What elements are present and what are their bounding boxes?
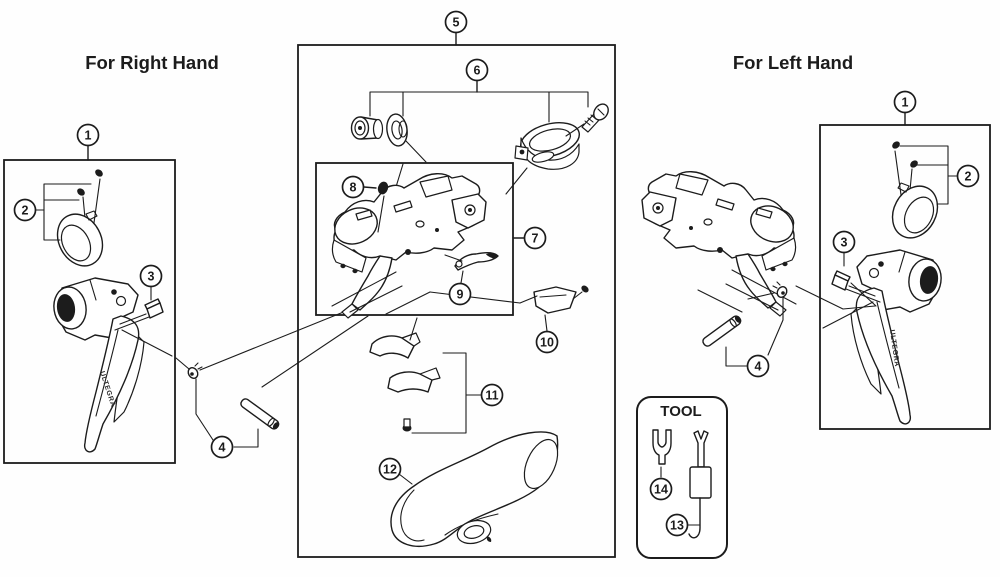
callout-2-right-hand: 2 [13, 198, 37, 222]
svg-text:10: 10 [540, 336, 554, 350]
cable-cover-drawing [533, 285, 589, 314]
clamp-screw-drawing [581, 103, 609, 133]
release-arm-drawing [454, 251, 499, 271]
callout-7: 7 [523, 226, 547, 250]
svg-text:2: 2 [22, 204, 29, 218]
svg-text:2: 2 [965, 170, 972, 184]
callout-14: 14 [649, 477, 673, 501]
svg-text:6: 6 [474, 64, 481, 78]
svg-text:4: 4 [219, 441, 226, 455]
svg-text:7: 7 [532, 232, 539, 246]
svg-text:9: 9 [457, 288, 464, 302]
callout-11: 11 [480, 383, 504, 407]
svg-text:14: 14 [654, 483, 668, 497]
callout-10: 10 [535, 330, 559, 354]
callout-1-left-hand: 1 [893, 90, 917, 114]
mount-nut-drawing [350, 116, 384, 140]
callout-9: 9 [448, 282, 472, 306]
callout-12: 12 [378, 457, 402, 481]
tool-box-title: TOOL [660, 403, 701, 420]
svg-text:4: 4 [755, 360, 762, 374]
callout-6: 6 [465, 58, 489, 82]
callout-4-right-hand: 4 [210, 435, 234, 459]
left-hand-pin [700, 313, 744, 349]
callout-8: 8 [341, 175, 365, 199]
left-hand-clip [772, 281, 790, 300]
callout-1-right-hand: 1 [76, 123, 100, 147]
fixing-screw-8-drawing [377, 181, 389, 233]
washer-drawing [386, 113, 408, 147]
svg-text:3: 3 [841, 236, 848, 250]
callout-2-bracket-right [899, 145, 949, 205]
rubber-hood-drawing [390, 431, 559, 548]
svg-text:11: 11 [485, 389, 498, 403]
callout-4-left-hand: 4 [746, 354, 770, 378]
right-hand-unit-box [3, 159, 176, 464]
svg-text:13: 13 [670, 519, 684, 533]
guide-plates-drawing [369, 332, 441, 432]
callout-2-bracket [43, 183, 92, 241]
callout-13: 13 [665, 513, 689, 537]
callout-11-bracket [411, 352, 467, 434]
svg-text:8: 8 [350, 181, 357, 195]
right-hand-lever [48, 167, 173, 453]
callout-6-bracket [369, 91, 589, 117]
svg-text:5: 5 [453, 16, 460, 30]
left-hand-title: For Left Hand [733, 52, 853, 73]
right-hand-clip [185, 362, 203, 381]
callout-4-bracket [195, 378, 214, 441]
mechanism-sub-box [315, 162, 514, 316]
fork-tool-drawing [652, 429, 672, 465]
svg-text:1: 1 [902, 96, 909, 110]
svg-text:12: 12 [383, 463, 397, 477]
callout-5: 5 [444, 10, 468, 34]
callout-4-bracket-right [767, 297, 784, 356]
svg-text:3: 3 [148, 270, 155, 284]
callout-3-right-hand: 3 [139, 264, 163, 288]
svg-text:1: 1 [85, 129, 92, 143]
left-hand-lever [822, 139, 947, 425]
clamp-band-drawing [514, 122, 580, 170]
mechanism-left-hand [641, 171, 800, 317]
callout-3-left-hand: 3 [832, 230, 856, 254]
right-hand-title: For Right Hand [85, 52, 219, 73]
wire-hook-tool-drawing [688, 430, 712, 539]
callout-2-left-hand: 2 [956, 164, 980, 188]
right-hand-pin [238, 396, 282, 432]
